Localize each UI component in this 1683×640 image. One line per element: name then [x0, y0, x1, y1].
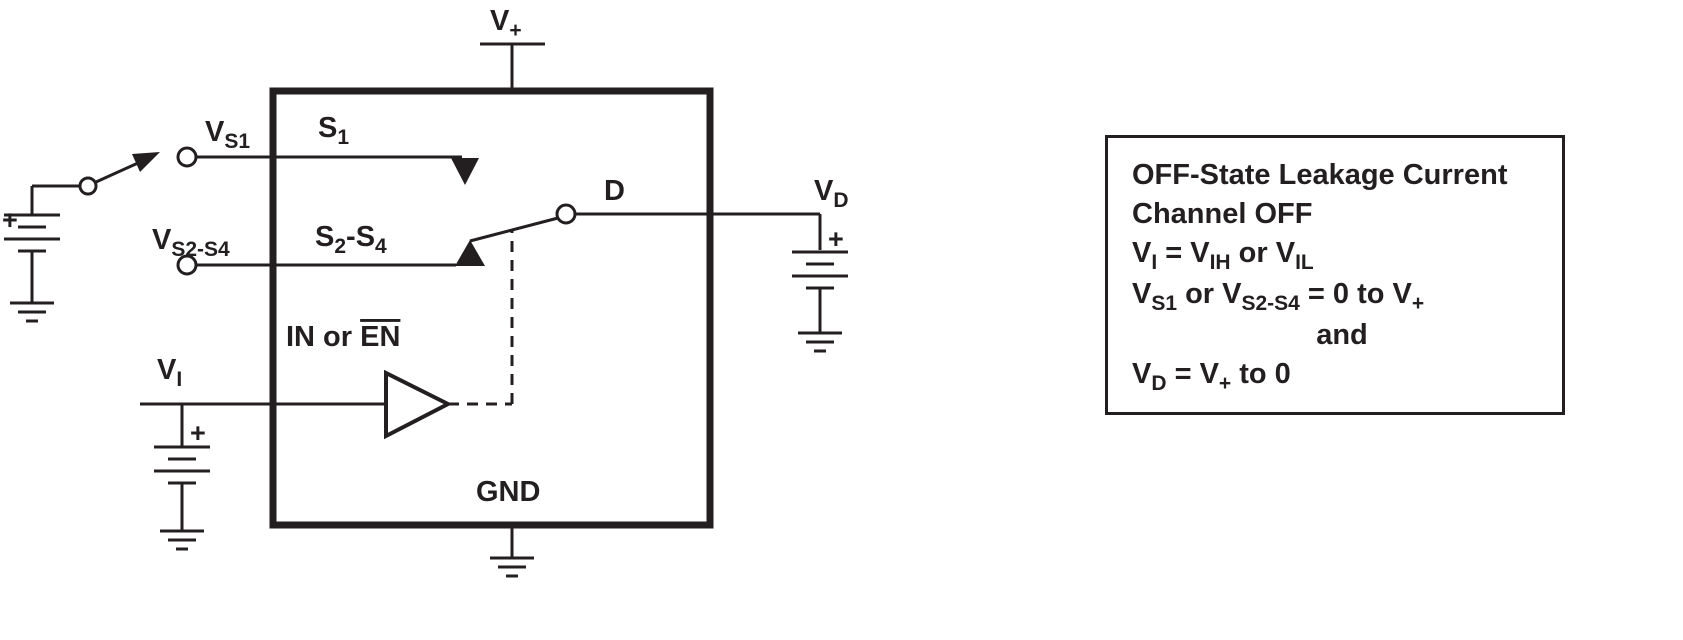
- left-source-and-switch: +: [2, 152, 160, 323]
- v-s1-label: VS1: [205, 116, 250, 153]
- ic-body-outline: [269, 87, 714, 529]
- v-d-battery: +: [792, 214, 848, 353]
- v-d-sub: D: [833, 189, 848, 212]
- note-l6-seg1: D: [1151, 372, 1167, 395]
- v-d-base: V: [814, 175, 834, 207]
- v-d-battery-plus-sign: +: [828, 224, 844, 254]
- note-title: OFF-State Leakage Current: [1132, 159, 1508, 191]
- note-l3-seg2: = V: [1157, 237, 1210, 269]
- note-l4-seg4: = 0 to V: [1299, 278, 1412, 310]
- en-overline: EN: [360, 321, 400, 353]
- in-or-en-pre: IN or: [286, 321, 360, 353]
- v-plus-base: V: [490, 5, 510, 37]
- note-l4-seg5: +: [1411, 292, 1425, 315]
- note-l4-seg2: or V: [1177, 278, 1242, 310]
- gnd-pin: GND: [476, 476, 540, 578]
- note-l3-seg0: V: [1132, 237, 1152, 269]
- s1-input: VS1 S1: [176, 112, 479, 185]
- analog-switch-and-d-output: D VD: [469, 175, 849, 243]
- s2-s4-contact-triangle-icon: [455, 240, 485, 266]
- d-label: D: [604, 175, 625, 207]
- note-and: and: [1316, 319, 1368, 351]
- v-i-battery-plus-sign: +: [190, 418, 206, 448]
- note-l4-seg0: V: [1132, 278, 1152, 310]
- v-d-label: VD: [814, 175, 849, 212]
- s2-s4-input: V S2-S4 S2-S4: [152, 221, 485, 276]
- left-battery-plus-sign: +: [2, 205, 18, 235]
- s2-s4-s2: 4: [375, 235, 387, 258]
- s1-label: S1: [318, 112, 349, 149]
- s2-s4-b1: S: [315, 221, 334, 253]
- note-channel-off: Channel OFF: [1132, 198, 1313, 230]
- note-vd-condition: VD = V+ to 0: [1132, 355, 1552, 396]
- v-i-sub: I: [176, 368, 182, 391]
- switch-arrowhead-icon: [132, 152, 160, 172]
- note-l3-seg1: I: [1151, 251, 1158, 274]
- s1-terminal: [176, 146, 198, 168]
- note-vi-condition: VI = VIH or VIL: [1132, 234, 1552, 275]
- buffer-triangle-icon: [384, 369, 453, 440]
- d-terminal: [555, 203, 577, 225]
- note-vs-condition: VS1 or VS2-S4 = 0 to V+: [1132, 275, 1552, 316]
- note-l6-seg4: to 0: [1231, 358, 1291, 390]
- note-l6-seg2: = V: [1166, 358, 1219, 390]
- s2-s4-b2: -S: [346, 221, 375, 253]
- gnd-label: GND: [476, 476, 540, 508]
- test-conditions-box: OFF-State Leakage Current Channel OFF VI…: [1105, 135, 1565, 415]
- note-l6-seg3: +: [1218, 372, 1232, 395]
- v-plus-label: V+: [490, 5, 522, 42]
- note-l3-seg5: IL: [1295, 251, 1314, 274]
- switch-arm: [95, 161, 139, 184]
- note-l4-seg3: S2-S4: [1241, 292, 1300, 315]
- s2-s4-terminal: [176, 254, 198, 276]
- v-i-base: V: [157, 354, 177, 386]
- note-l3-seg4: or V: [1230, 237, 1296, 269]
- v-i-label: VI: [157, 354, 182, 391]
- s1-base: S: [318, 112, 337, 144]
- v-i-battery: +: [154, 404, 210, 551]
- analog-switch-arm: [469, 216, 559, 243]
- s1-contact-triangle-icon: [451, 158, 479, 185]
- v-s1-base: V: [205, 116, 225, 148]
- v-plus-sub: +: [509, 19, 521, 42]
- v-s2-s4-base: V: [152, 224, 172, 256]
- v-s1-sub: S1: [224, 130, 250, 153]
- in-or-en-label: IN or EN: [286, 321, 400, 353]
- s2-s4-label: S2-S4: [315, 221, 387, 258]
- note-l3-seg3: IH: [1209, 251, 1231, 274]
- note-l4-seg1: S1: [1151, 292, 1178, 315]
- s2-s4-s1: 2: [334, 235, 346, 258]
- switch-pivot-terminal: [78, 176, 98, 196]
- v-plus-supply: V+: [480, 5, 545, 91]
- s1-sub: 1: [337, 126, 349, 149]
- note-l6-seg0: V: [1132, 358, 1152, 390]
